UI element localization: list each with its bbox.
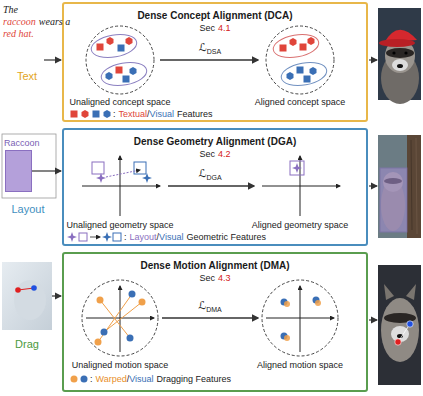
label-text: Unaligned geometry space (66, 220, 173, 230)
connector (32, 170, 61, 171)
loss-subscript: DMA (206, 306, 222, 313)
label-text: Unaligned concept space (69, 97, 170, 107)
label-text: Layout (11, 203, 44, 215)
label-line: Layout (11, 203, 44, 216)
label-text: ℒ (198, 167, 206, 180)
label-text: / (127, 374, 130, 384)
label-text: Aligned concept space (255, 97, 346, 107)
section-word: Sec (199, 23, 215, 33)
label-line: ℒDGA (198, 168, 221, 182)
label-line: ℒDSA (199, 42, 221, 56)
section-row: Sec4.3 (64, 273, 366, 284)
section-panel: Dense Motion Alignment (DMA) Sec4.3 (62, 252, 368, 392)
label-text: Features (177, 109, 213, 119)
label-text: Geometric Features (186, 232, 266, 242)
section-row: Sec4.1 (64, 23, 366, 34)
label-line: :Layout/VisualGeometric Features (124, 232, 266, 242)
label-text: Visual (150, 109, 174, 119)
label-line: Aligned concept space (255, 97, 346, 107)
panel-heading: Dense Motion Alignment (DMA) Sec4.3 (64, 255, 366, 284)
label-text: / (157, 232, 160, 242)
label-line: Aligned geometry space (252, 220, 349, 230)
label-text: Aligned geometry space (252, 220, 349, 230)
label-text: Drag (15, 338, 39, 350)
label-text: : (124, 232, 127, 242)
label-text: wears a (39, 16, 70, 27)
label-text: The (3, 4, 18, 15)
label-line: Unaligned concept space (69, 97, 170, 107)
label-text: raccoon (3, 16, 36, 27)
loss-subscript: DGA (206, 174, 221, 181)
label-line: raccoonwears a (3, 16, 70, 28)
label-line: ℒDMA (198, 300, 222, 314)
loss-subscript: DSA (207, 48, 221, 55)
label-text: : (90, 374, 93, 384)
box-heading: Raccoon (4, 138, 40, 148)
layout-box: Raccoon (5, 150, 32, 192)
label-line: Unaligned motion space (72, 360, 169, 370)
label-line: :Textual/VisualFeatures (113, 109, 212, 119)
label-text: Aligned motion space (257, 360, 343, 370)
label-text: ℒ (199, 41, 207, 54)
panel-title: Dense Concept Alignment (DCA) (137, 10, 292, 21)
label-line: Text (17, 70, 37, 83)
section-number: 4.3 (218, 273, 231, 283)
label-text: : (113, 109, 116, 119)
label-text: Text (17, 70, 37, 82)
label-text: Warped (96, 374, 127, 384)
label-line: The (3, 4, 18, 16)
panel-heading: Dense Concept Alignment (DCA) Sec4.1 (64, 5, 366, 34)
label-text: Textual (119, 109, 148, 119)
label-line: red hat. (3, 28, 34, 40)
label-text: red hat. (3, 28, 34, 39)
label-line: Unaligned geometry space (66, 220, 173, 230)
section-row: Sec4.2 (64, 149, 366, 160)
panel-title: Dense Motion Alignment (DMA) (140, 260, 289, 271)
section-number: 4.2 (218, 149, 231, 159)
panel-heading: Dense Geometry Alignment (DGA) Sec4.2 (64, 131, 366, 160)
label-text: ℒ (198, 299, 206, 312)
label-text: Unaligned motion space (72, 360, 169, 370)
section-word: Sec (199, 149, 215, 159)
section-word: Sec (199, 273, 215, 283)
section-number: 4.1 (218, 23, 231, 33)
label-text: / (147, 109, 150, 119)
label-text: Visual (129, 374, 153, 384)
label-text: Visual (159, 232, 183, 242)
label-line: Aligned motion space (257, 360, 343, 370)
label-line: Drag (15, 338, 39, 351)
panel-title: Dense Geometry Alignment (DGA) (134, 136, 296, 147)
label-text: Layout (130, 232, 157, 242)
label-text: Dragging Features (157, 374, 232, 384)
label-line: :Warped/Visual Dragging Features (90, 374, 231, 384)
